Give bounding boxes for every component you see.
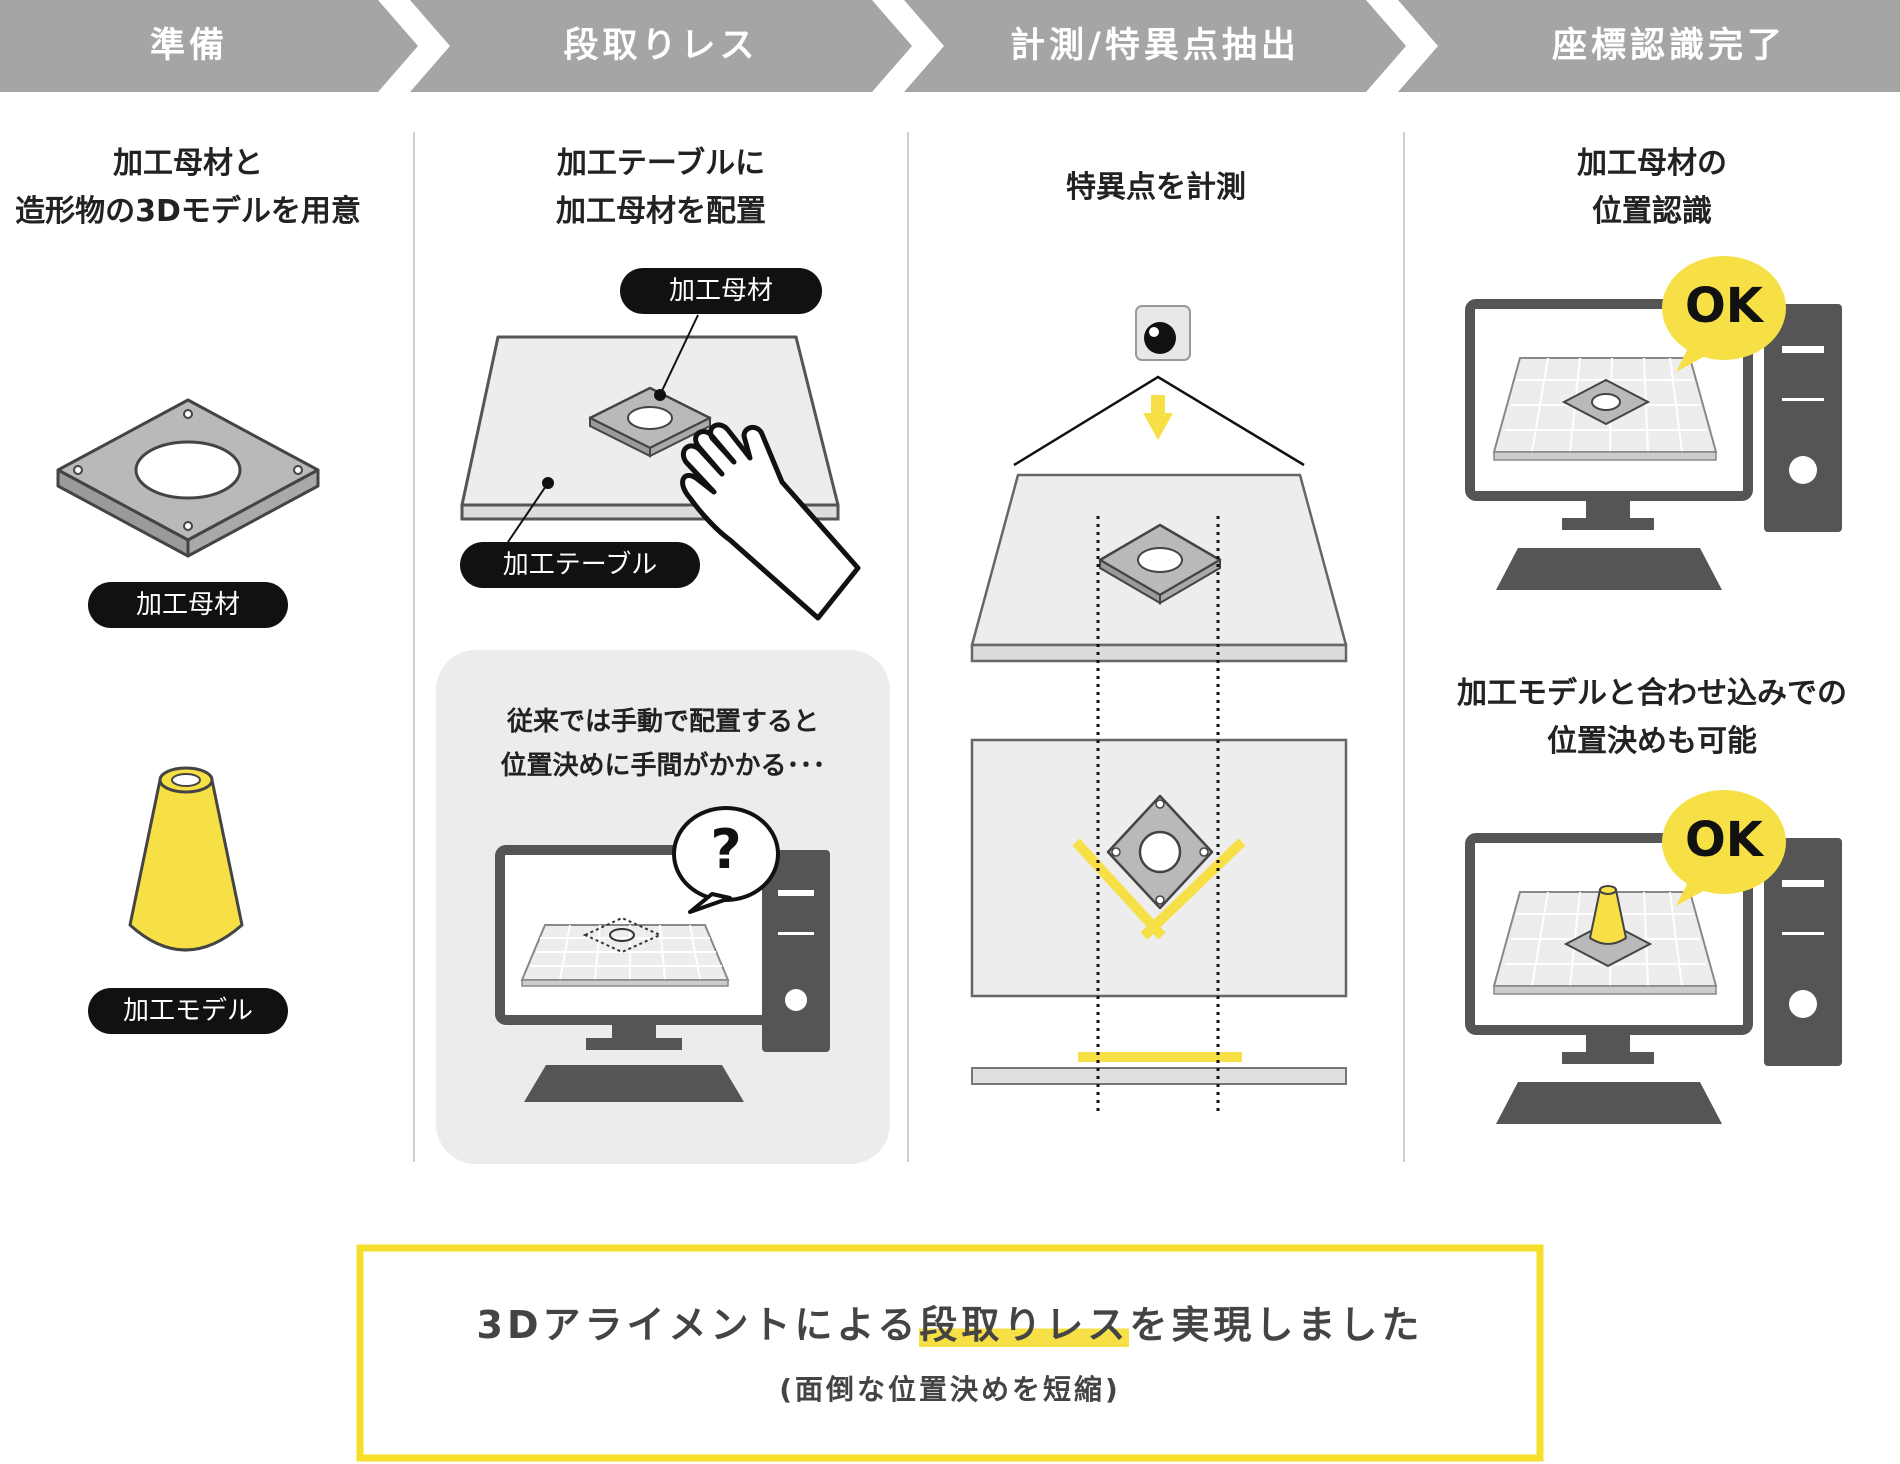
question-mark: ? — [710, 818, 742, 881]
col4-mid-text: 加工モデルと合わせ込みでの 位置決めも可能 — [1404, 670, 1900, 766]
cone-model-icon — [128, 766, 244, 952]
measurement-graphic — [970, 375, 1348, 1116]
col4-mid-line1: 加工モデルと合わせ込みでの — [1457, 676, 1847, 711]
computer-question-icon — [495, 806, 830, 1102]
computer-ok-bottom-icon — [1465, 790, 1842, 1124]
step-4-label: 座標認識完了 — [1551, 26, 1786, 66]
col4-title-line2: 位置認識 — [1592, 194, 1712, 229]
note-line1: 従来では手動で配置すると — [506, 707, 819, 737]
col1-title-line1: 加工母材と — [113, 146, 263, 181]
label-base-material: 加工母材 — [88, 582, 288, 628]
machining-table-icon — [460, 314, 840, 543]
note-line2: 位置決めに手間がかかる･･･ — [500, 751, 826, 781]
col3-title: 特異点を計測 — [1066, 170, 1246, 205]
col4-title: 加工母材の 位置認識 — [1404, 140, 1900, 236]
col4-title-line1: 加工母材の — [1577, 146, 1727, 181]
col2-title: 加工テーブルに 加工母材を配置 — [414, 140, 908, 236]
summary-main-text: 3Dアライメントによる段取りレスを実現しました — [360, 1294, 1540, 1349]
step-3-label: 計測/特異点抽出 — [1010, 26, 1300, 66]
label-base-material-2: 加工母材 — [620, 268, 822, 314]
col4-mid-line2: 位置決めも可能 — [1547, 724, 1757, 759]
summary-highlight: 段取りレス — [919, 1303, 1130, 1347]
col1-title-line2: 造形物の3Dモデルを用意 — [15, 194, 361, 229]
summary-post: を実現しました — [1129, 1303, 1424, 1347]
ok-badge-top: OK — [1685, 278, 1763, 334]
camera-icon — [1135, 305, 1191, 361]
step-1-label: 準備 — [149, 26, 228, 66]
step-bar — [0, 0, 1900, 92]
step-2-label: 段取りレス — [563, 26, 759, 66]
label-machining-model: 加工モデル — [88, 988, 288, 1034]
summary-sub-text: (面倒な位置決めを短縮) — [779, 1373, 1121, 1406]
label-machining-table: 加工テーブル — [460, 542, 700, 588]
col1-title: 加工母材と 造形物の3Dモデルを用意 — [0, 140, 376, 236]
hand-icon — [680, 422, 861, 621]
base-plate-icon — [56, 398, 320, 558]
summary-pre: 3Dアライメントによる — [476, 1303, 920, 1347]
col2-title-line2: 加工母材を配置 — [556, 194, 766, 229]
ok-badge-bottom: OK — [1685, 812, 1763, 868]
column-dividers — [413, 132, 1405, 1162]
note-text: 従来では手動で配置すると 位置決めに手間がかかる･･･ — [436, 700, 890, 788]
summary-box — [356, 1244, 1544, 1462]
col2-title-line1: 加工テーブルに — [556, 146, 766, 181]
computer-ok-top-icon — [1465, 256, 1842, 590]
